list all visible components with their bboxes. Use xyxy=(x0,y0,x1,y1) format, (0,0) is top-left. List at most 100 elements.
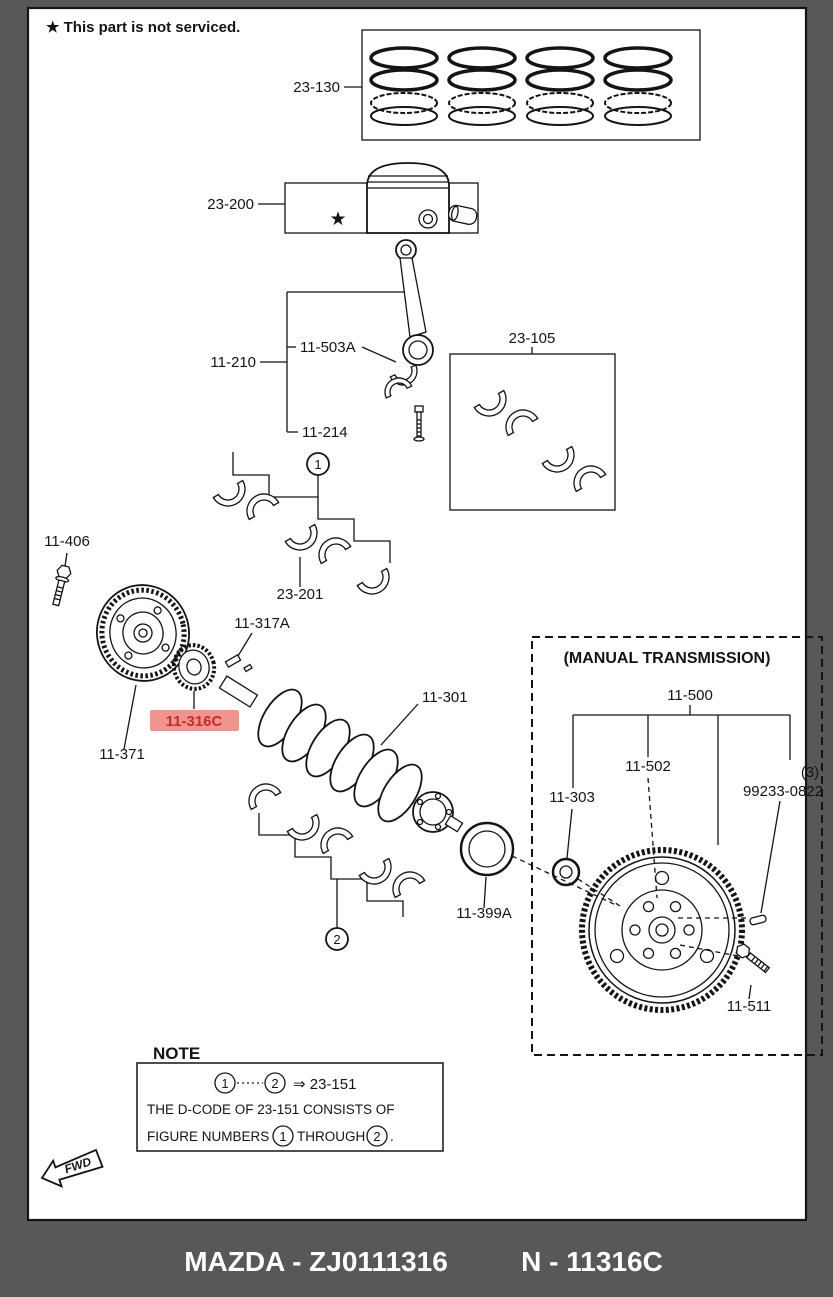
part-label-11-316C[interactable]: 11-316C xyxy=(166,713,223,730)
pilot-bearing xyxy=(551,857,581,887)
not-serviced-note: ★ This part is not serviced. xyxy=(46,19,240,36)
note-line-3-pre: FIGURE NUMBERS xyxy=(147,1129,269,1144)
bearing-shell xyxy=(573,465,607,493)
note-line-2: THE D-CODE OF 23-151 CONSISTS OF xyxy=(147,1102,395,1117)
part-label-11-303: 11-303 xyxy=(549,789,595,806)
piston-rings-group: 23-130 xyxy=(293,29,701,141)
dowel-pin xyxy=(749,914,767,926)
rod-big-end xyxy=(402,334,434,366)
connecting-rod-group: 11-210 11-503A 11-214 xyxy=(210,239,434,442)
bearing-shell xyxy=(248,783,282,811)
part-label-23-201: 23-201 xyxy=(277,586,324,603)
bearing-shell xyxy=(318,537,352,565)
note-circled-1-text: 1 xyxy=(221,1076,228,1091)
bearing-shell xyxy=(320,827,354,855)
crankshaft-gear xyxy=(171,643,217,691)
note-line-3-circled-1-text: 1 xyxy=(279,1129,286,1144)
pulley-group: 11-371 xyxy=(96,584,190,763)
piston-pin xyxy=(447,204,478,225)
piston-ring-set xyxy=(603,46,673,126)
part-label-11-502: 11-502 xyxy=(625,758,671,775)
highlight-11-316C[interactable] xyxy=(150,710,239,731)
part-label-11-511: 11-511 xyxy=(727,998,771,1015)
not-serviced-star-marker: ★ xyxy=(329,209,346,230)
callout-23-130: 23-130 xyxy=(293,79,362,96)
qty-label-3: (3) xyxy=(801,764,819,781)
footer: MAZDA - ZJ0111316 N - 11316C xyxy=(184,1246,663,1277)
crank-snout xyxy=(218,675,259,708)
piston-ring-set xyxy=(447,46,517,126)
rear-seal xyxy=(459,821,515,877)
part-label-11-317A: 11-317A xyxy=(234,615,290,632)
rear-seal-group: 11-399A xyxy=(456,821,619,922)
crankshaft-group: 11-301 xyxy=(218,675,468,833)
part-label-99233-0822: 99233-0822 xyxy=(743,783,823,800)
woodruff-key xyxy=(224,654,242,668)
bearing-shell xyxy=(358,857,392,885)
note-circled-1 xyxy=(214,1072,236,1094)
manual-transmission-group: (MANUAL TRANSMISSION) 11-500 11-502 11-3… xyxy=(531,636,823,1056)
manual-transmission-title: (MANUAL TRANSMISSION) xyxy=(564,650,771,667)
note-sequence-result: ⇒ 23-151 xyxy=(293,1076,356,1093)
bearing-shell xyxy=(541,445,575,473)
rod-bearing-shell xyxy=(384,377,413,399)
part-label-11-371: 11-371 xyxy=(99,746,145,763)
manual-transmission-box xyxy=(531,636,823,1056)
bearing-shell xyxy=(246,493,280,521)
note-circled-2-text: 2 xyxy=(271,1076,278,1091)
note-title: NOTE xyxy=(153,1044,200,1063)
footer-catalog-code: MAZDA - ZJ0111316 xyxy=(184,1246,448,1277)
circled-number-2 xyxy=(325,927,349,951)
fwd-arrow: FWD xyxy=(40,1148,104,1188)
circled-number-1-text: 1 xyxy=(314,457,321,472)
footer-part-code: N - 11316C xyxy=(521,1246,663,1277)
bearing-set-23-105: 23-105 xyxy=(449,330,616,511)
piston-ring-set xyxy=(525,46,595,126)
part-label-23-105: 23-105 xyxy=(509,330,556,347)
bearing-shell xyxy=(286,813,320,841)
part-label-11-503A: 11-503A xyxy=(300,339,356,356)
note-line-3-circled-2-text: 2 xyxy=(373,1129,380,1144)
note-box xyxy=(136,1062,444,1152)
crank-gear-group: 11-316C xyxy=(150,643,239,731)
bearing-shell xyxy=(284,523,318,551)
rod-shaft xyxy=(399,257,427,338)
key-group: 11-317A xyxy=(224,615,290,673)
note-line-3-circled-1 xyxy=(272,1125,294,1147)
lower-main-bearings-group: 2 xyxy=(248,783,426,951)
note-line-3-end: . xyxy=(390,1129,394,1144)
crankshaft-pulley xyxy=(96,584,190,682)
pulley-bolt xyxy=(52,564,72,607)
bearing-shell xyxy=(212,479,246,507)
note-box-group: NOTE 1 2 ⇒ 23-151 THE D-CODE OF 23-151 C… xyxy=(136,1044,444,1152)
circled-number-1 xyxy=(306,452,330,476)
part-label-11-210: 11-210 xyxy=(210,354,256,371)
flywheel-bolt xyxy=(735,943,771,974)
crank-web xyxy=(377,763,423,823)
upper-main-bearings-group: 1 23-201 xyxy=(212,452,391,603)
note-line-3-circled-2 xyxy=(366,1125,388,1147)
piston-group: 23-200 ★ xyxy=(207,162,479,234)
bearing-shell xyxy=(392,871,426,899)
part-label-11-301: 11-301 xyxy=(422,689,468,706)
part-label-23-130: 23-130 xyxy=(293,79,340,96)
piston-pin-boss xyxy=(418,209,438,229)
flywheel xyxy=(579,847,745,1013)
part-label-11-214: 11-214 xyxy=(302,424,348,441)
part-label-11-399A: 11-399A xyxy=(456,905,512,922)
bearing-shell xyxy=(356,567,390,595)
woodruff-key-small xyxy=(243,663,253,673)
rod-bolt xyxy=(413,405,425,442)
part-label-11-406: 11-406 xyxy=(44,533,90,550)
part-label-23-200: 23-200 xyxy=(207,196,254,213)
piston-ring-set xyxy=(369,46,439,126)
part-label-11-500: 11-500 xyxy=(667,687,713,704)
bearing-shell xyxy=(473,389,507,417)
bearing-shell xyxy=(505,409,539,437)
circled-number-2-text: 2 xyxy=(333,932,340,947)
crank-tail xyxy=(444,814,464,833)
note-line-3-mid: THROUGH xyxy=(297,1129,365,1144)
note-circled-2 xyxy=(264,1072,286,1094)
pulley-bolt-group: 11-406 xyxy=(44,533,90,607)
